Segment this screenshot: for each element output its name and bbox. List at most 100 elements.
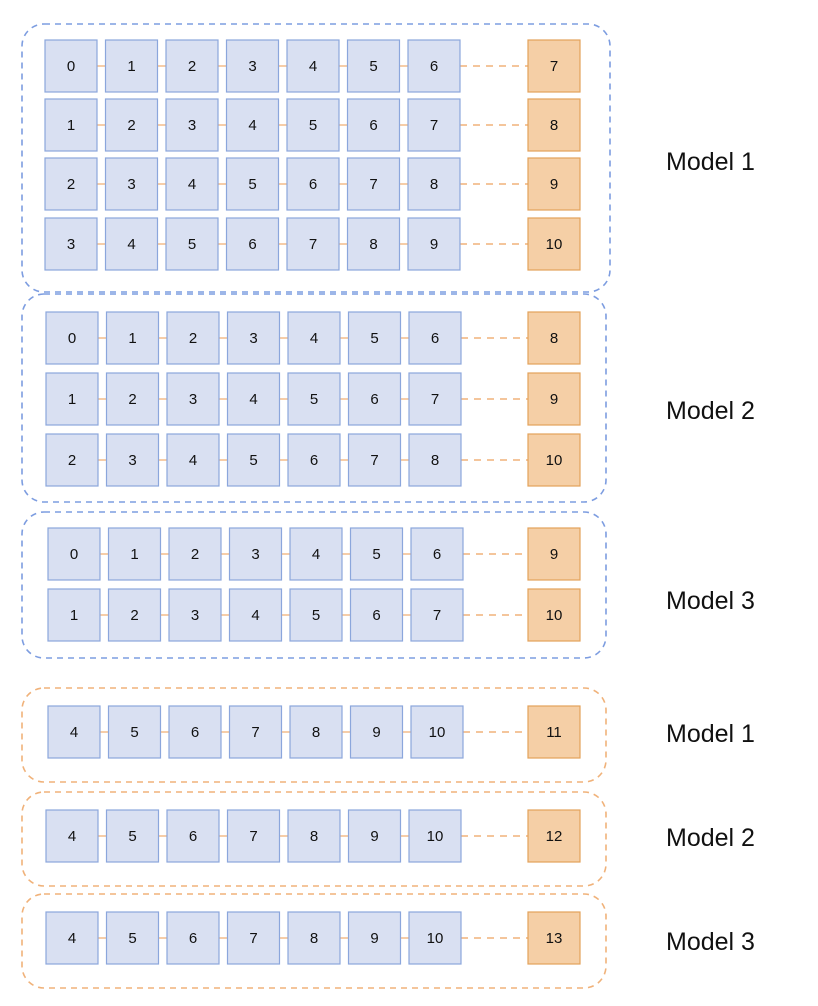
input-cell-value: 4 — [70, 724, 78, 741]
input-cell-value: 8 — [310, 828, 318, 845]
input-cell-box — [346, 98, 401, 152]
input-cell: 3 — [166, 372, 220, 426]
input-cell-value: 2 — [189, 330, 197, 347]
input-cell-box — [347, 911, 402, 965]
input-cell-value: 5 — [249, 452, 257, 469]
input-cell-box — [226, 433, 281, 487]
input-cell: 7 — [226, 809, 281, 863]
input-cell-value: 10 — [427, 930, 444, 947]
input-cell-value: 5 — [369, 58, 377, 75]
input-cell: 5 — [287, 372, 341, 426]
input-cell: 4 — [104, 217, 159, 271]
target-cell: 8 — [527, 98, 581, 152]
model-label: Model 1 — [666, 720, 755, 748]
input-cell-box — [107, 705, 162, 759]
input-cell-box — [166, 311, 220, 365]
input-cell-value: 4 — [127, 236, 135, 253]
input-cell-box — [105, 809, 160, 863]
target-cell: 13 — [527, 911, 581, 965]
input-cell-value: 3 — [189, 391, 197, 408]
input-cell: 8 — [408, 433, 462, 487]
input-cell-value: 3 — [188, 117, 196, 134]
input-cell-value: 3 — [127, 176, 135, 193]
input-cell-value: 8 — [430, 176, 438, 193]
input-cell: 8 — [289, 705, 343, 759]
target-cell: 9 — [527, 527, 581, 581]
input-cell-value: 4 — [248, 117, 256, 134]
input-cell: 3 — [165, 98, 219, 152]
target-cell-box — [527, 372, 581, 426]
target-cell-value: 13 — [546, 930, 563, 947]
input-cell: 6 — [225, 217, 280, 271]
input-cell-box — [107, 588, 162, 642]
input-cell-box — [410, 705, 464, 759]
input-cell-value: 0 — [70, 546, 78, 563]
input-cell-value: 0 — [67, 58, 75, 75]
target-cell-value: 11 — [546, 724, 562, 741]
input-cell-box — [44, 98, 98, 152]
input-cell-value: 1 — [130, 546, 138, 563]
target-cell: 11 — [527, 705, 581, 759]
input-cell-value: 6 — [248, 236, 256, 253]
input-cell-box — [287, 433, 341, 487]
input-cell-box — [407, 217, 461, 271]
input-cell-box — [407, 98, 461, 152]
input-cell: 7 — [226, 911, 281, 965]
input-cell: 6 — [349, 588, 404, 642]
input-cell-box — [408, 433, 462, 487]
input-cell-box — [226, 311, 281, 365]
input-cell-value: 5 — [128, 828, 136, 845]
input-cell-value: 4 — [310, 330, 318, 347]
input-cell-value: 1 — [67, 117, 75, 134]
input-cell: 1 — [104, 39, 159, 93]
target-cell: 9 — [527, 372, 581, 426]
input-cell-box — [165, 217, 219, 271]
target-cell-box — [527, 705, 581, 759]
target-cell: 12 — [527, 809, 581, 863]
target-cell: 10 — [527, 588, 581, 642]
input-cell-box — [165, 157, 219, 211]
input-cell-value: 3 — [67, 236, 75, 253]
input-cell-value: 6 — [189, 828, 197, 845]
target-cell-value: 8 — [550, 117, 558, 134]
input-cell-value: 4 — [312, 546, 320, 563]
input-cell: 1 — [44, 98, 98, 152]
input-cell-value: 7 — [251, 724, 259, 741]
input-cell-box — [44, 157, 98, 211]
input-cell-value: 2 — [67, 176, 75, 193]
input-cell-box — [45, 809, 99, 863]
input-cell: 7 — [408, 372, 462, 426]
input-cell-box — [408, 911, 462, 965]
input-cell-box — [226, 372, 281, 426]
target-cell: 9 — [527, 157, 581, 211]
input-cell-value: 4 — [309, 58, 317, 75]
input-cell-value: 4 — [251, 607, 259, 624]
input-cell-value: 3 — [128, 452, 136, 469]
target-cell: 8 — [527, 311, 581, 365]
input-cell-value: 1 — [128, 330, 136, 347]
input-cell-value: 10 — [429, 724, 446, 741]
input-cell: 4 — [45, 809, 99, 863]
input-cell-value: 5 — [130, 724, 138, 741]
input-cell-box — [286, 98, 340, 152]
input-cell-box — [346, 157, 401, 211]
input-cell-value: 6 — [431, 330, 439, 347]
target-cell-value: 9 — [550, 546, 558, 563]
input-cell: 2 — [168, 527, 222, 581]
input-cell: 0 — [45, 311, 99, 365]
input-cell: 6 — [346, 98, 401, 152]
input-cell-box — [47, 527, 101, 581]
input-cell-value: 6 — [369, 117, 377, 134]
input-cell: 4 — [226, 372, 281, 426]
input-cell: 4 — [45, 911, 99, 965]
input-cell: 6 — [166, 809, 220, 863]
input-cell-value: 6 — [372, 607, 380, 624]
input-cell: 7 — [410, 588, 464, 642]
input-cell: 3 — [228, 527, 283, 581]
input-cell-box — [346, 217, 401, 271]
input-cell-box — [346, 39, 401, 93]
input-cell-value: 4 — [188, 176, 196, 193]
